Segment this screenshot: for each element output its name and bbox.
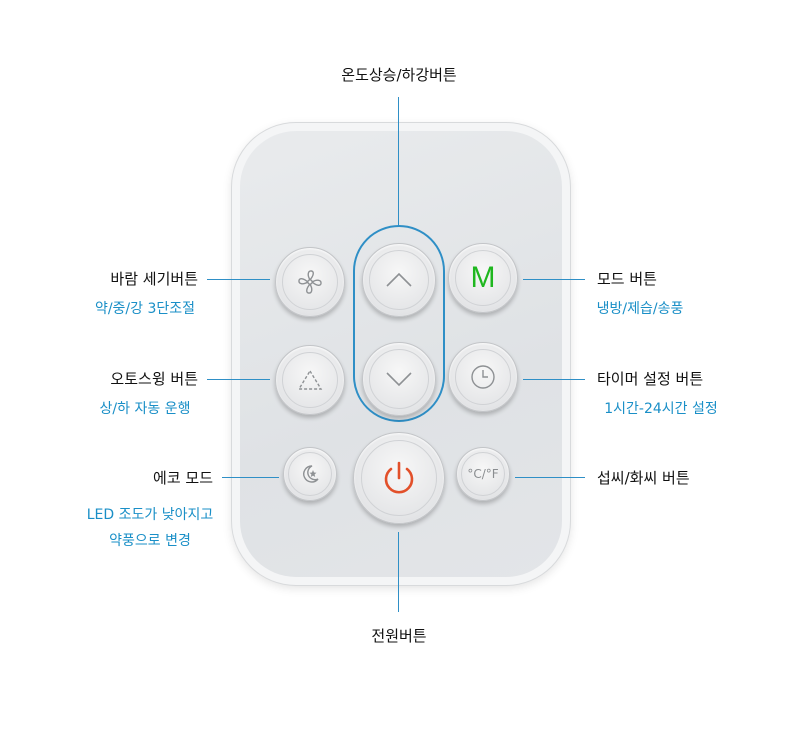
auto-swing-button-ring — [282, 352, 338, 408]
wind-speed-button-ring — [282, 254, 338, 310]
fan-icon — [298, 270, 322, 294]
auto-swing-button[interactable] — [275, 345, 345, 415]
sublabel-wind-speed: 약/중/강 3단조절 — [94, 301, 196, 317]
callout-line-unit — [515, 477, 585, 478]
temp-up-button[interactable] — [362, 243, 436, 317]
mode-button[interactable]: M — [448, 243, 518, 313]
celsius-fahrenheit-button[interactable]: °C/°F — [456, 447, 510, 501]
eco-mode-button-ring — [288, 452, 332, 496]
swing-icon — [297, 369, 323, 390]
eco-mode-button[interactable] — [283, 447, 337, 501]
sublabel-mode: 냉방/제습/송풍 — [596, 301, 684, 317]
timer-icon — [471, 365, 495, 389]
wind-speed-button[interactable] — [275, 247, 345, 317]
callout-line-mode — [523, 279, 585, 280]
moon-star-icon — [303, 465, 319, 483]
callout-line-timer — [523, 379, 585, 380]
label-power: 전원버튼 — [371, 627, 427, 645]
label-temp-buttons: 온도상승/하강버튼 — [341, 66, 457, 84]
power-button-ring — [361, 440, 437, 516]
mode-button-ring: M — [455, 250, 511, 306]
sublabel-eco-mode-2: 약풍으로 변경 — [109, 533, 191, 549]
temp-down-button-ring — [369, 349, 429, 409]
power-button[interactable] — [353, 432, 445, 524]
label-timer: 타이머 설정 버튼 — [597, 370, 704, 388]
callout-line-wind — [207, 279, 270, 280]
sublabel-eco-mode-1: LED 조도가 낮아지고 — [86, 507, 214, 523]
callout-line-swing — [207, 379, 270, 380]
celsius-fahrenheit-button-ring: °C/°F — [461, 452, 505, 496]
temp-button-group-outline — [353, 225, 445, 422]
temp-up-button-ring — [369, 250, 429, 310]
sublabel-auto-swing: 상/하 자동 운행 — [99, 401, 191, 417]
timer-button-ring — [455, 349, 511, 405]
down-arrow-icon — [386, 372, 412, 387]
timer-button[interactable] — [448, 342, 518, 412]
label-unit: 섭씨/화씨 버튼 — [597, 469, 690, 487]
callout-line-temp — [398, 97, 399, 227]
label-eco-mode: 에코 모드 — [153, 469, 213, 487]
up-arrow-icon — [386, 272, 412, 287]
callout-line-eco — [222, 477, 279, 478]
label-wind-speed: 바람 세기버튼 — [110, 270, 198, 288]
mode-button-glyph: M — [470, 261, 496, 294]
label-auto-swing: 오토스윙 버튼 — [110, 370, 198, 388]
label-mode: 모드 버튼 — [597, 270, 657, 288]
celsius-fahrenheit-glyph: °C/°F — [467, 467, 499, 481]
temp-down-button[interactable] — [362, 342, 436, 416]
power-icon — [384, 461, 414, 494]
callout-line-power — [398, 532, 399, 612]
sublabel-timer: 1시간-24시간 설정 — [604, 401, 718, 417]
